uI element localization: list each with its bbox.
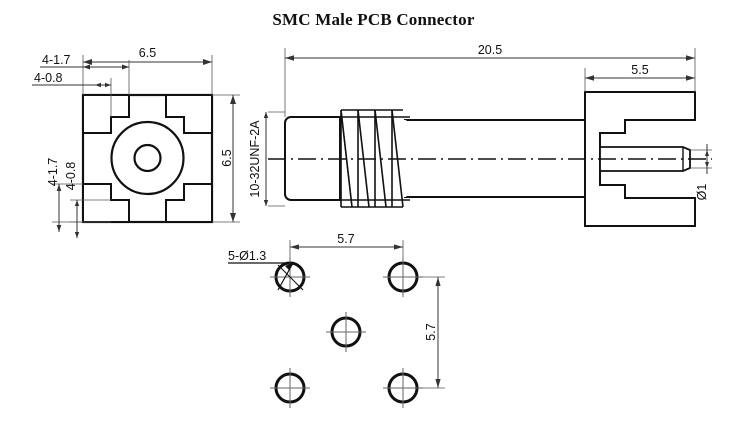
dimension-overall-length: 20.5 <box>478 43 502 57</box>
dimension-notch-inner-left: 4-0.8 <box>64 162 78 191</box>
arrow-sq-height-top <box>230 95 236 104</box>
arrow-notch17-left <box>83 64 90 70</box>
arrow-sq-width-right <box>203 59 212 65</box>
corner-notch-bottom-left <box>82 183 130 223</box>
front-square-view: 6.5 6.5 4-1.7 4-0.8 <box>32 46 240 238</box>
square-body-outline <box>81 93 214 224</box>
corner-notch-bottom-right <box>165 183 213 223</box>
leader-line-hole-callout-slant <box>277 262 294 291</box>
dimension-pitch-vertical: 5.7 <box>424 323 438 340</box>
dimension-pitch-horizontal: 5.7 <box>337 232 354 246</box>
arrow-pitchH-left <box>290 244 299 250</box>
dimension-square-height: 6.5 <box>220 149 234 166</box>
side-section-view: 20.5 5.5 10-32UNF-2A Ø1 <box>248 43 712 227</box>
leader-pointer-hole <box>277 264 304 291</box>
dimension-square-width: 6.5 <box>139 46 156 60</box>
pcb-hole-center <box>326 312 366 352</box>
arrow-thread-top <box>263 112 269 118</box>
arrow-pin-bottom <box>705 162 709 168</box>
thread-flank-3 <box>374 109 387 208</box>
thread-back-flank-1 <box>340 109 353 208</box>
center-bore-outer-circle <box>110 120 185 196</box>
arrow-notchL08-top <box>74 200 80 206</box>
dimension-thread-spec: 10-32UNF-2A <box>248 120 262 198</box>
dimension-notch-outer-left: 4-1.7 <box>46 158 60 187</box>
dimension-notch-inner-top: 4-0.8 <box>34 71 63 85</box>
dimension-notch-outer-top: 4-1.7 <box>42 53 71 67</box>
arrow-notchL08-bottom <box>74 232 80 238</box>
arrow-sq-height-bottom <box>230 213 236 222</box>
corner-notch-top-right <box>165 94 213 134</box>
thread-section <box>340 109 410 208</box>
pcb-hole-bottom-left <box>270 368 310 408</box>
center-bore-inner-circle <box>133 143 162 173</box>
mounting-flange-body <box>584 91 696 227</box>
arrow-pitchV-top <box>435 277 441 286</box>
arrow-notchL17-bottom <box>56 225 62 232</box>
arrow-notch08-left <box>95 82 101 88</box>
arrow-pitchV-bottom <box>435 379 441 388</box>
arrow-notch17-right <box>122 64 129 70</box>
corner-notch-top-left <box>82 94 130 134</box>
arrow-thread-bottom <box>263 200 269 206</box>
callout-hole-pattern: 5-Ø1.3 <box>228 249 266 263</box>
arrow-pitchH-right <box>394 244 403 250</box>
page-title: SMC Male PCB Connector <box>272 10 475 29</box>
arrow-sq-width-left <box>83 59 92 65</box>
arrow-flange-right <box>686 75 695 81</box>
arrow-overall-left <box>285 55 294 61</box>
arrow-pin-top <box>705 150 709 156</box>
dimension-pin-diameter: Ø1 <box>695 184 709 201</box>
arrow-hole-callout <box>285 263 293 270</box>
pcb-hole-pattern-view: 5-Ø1.3 5.7 5.7 <box>228 232 445 408</box>
dimension-flange-length: 5.5 <box>631 63 648 77</box>
arrow-flange-left <box>585 75 594 81</box>
arrow-notch08-right <box>105 82 111 88</box>
arrow-notchL17-top <box>56 184 62 191</box>
arrow-overall-right <box>686 55 695 61</box>
